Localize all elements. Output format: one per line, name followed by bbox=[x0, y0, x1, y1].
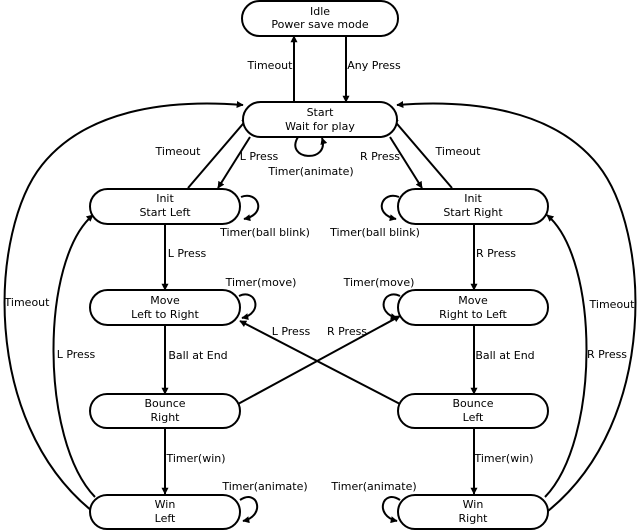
edge-move-rl-self bbox=[382, 293, 401, 321]
state-win-left: Win Left bbox=[89, 494, 241, 530]
state-move-lr-line1: Move bbox=[150, 294, 180, 307]
label-move-rl-self: Timer(move) bbox=[343, 276, 415, 289]
state-move-lr-line2: Left to Right bbox=[131, 308, 199, 321]
state-win-left-line1: Win bbox=[155, 498, 176, 511]
label-bounce-right-to-move-rl: R Press bbox=[327, 325, 367, 338]
edges bbox=[3, 35, 637, 524]
state-init-left: Init Start Left bbox=[89, 188, 241, 225]
edge-win-right-self bbox=[381, 496, 401, 524]
state-bounce-right-line1: Bounce bbox=[144, 397, 185, 410]
state-init-left-line2: Start Left bbox=[139, 206, 191, 219]
edge-win-right-to-init-right bbox=[544, 214, 588, 498]
edge-start-to-init-left bbox=[217, 136, 251, 189]
state-bounce-left-line2: Left bbox=[463, 411, 484, 424]
label-move-rl-to-bounce-left: Ball at End bbox=[475, 349, 534, 362]
edge-bounce-left-to-move-lr bbox=[239, 320, 401, 405]
label-init-right-to-start: Timeout bbox=[435, 145, 482, 158]
state-bounce-right-line2: Right bbox=[151, 411, 181, 424]
state-move-rl-line2: Right to Left bbox=[439, 308, 507, 321]
label-init-left-to-start: Timeout bbox=[155, 145, 202, 158]
state-start: Start Wait for play bbox=[242, 101, 398, 138]
label-start-to-init-right: R Press bbox=[360, 150, 400, 163]
edge-init-right-self bbox=[380, 194, 400, 222]
state-idle-line2: Power save mode bbox=[271, 18, 368, 31]
state-win-right: Win Right bbox=[397, 494, 549, 530]
label-init-left-self: Timer(ball blink) bbox=[219, 226, 310, 239]
state-start-line1: Start bbox=[307, 106, 335, 119]
edge-init-right-to-start bbox=[391, 117, 453, 189]
label-win-right-to-init-right: R Press bbox=[587, 348, 627, 361]
state-win-left-line2: Left bbox=[155, 512, 176, 525]
label-init-right-to-move-rl: R Press bbox=[476, 247, 516, 260]
label-bounce-right-to-win-left: Timer(win) bbox=[165, 452, 225, 465]
edge-bounce-right-to-move-rl bbox=[237, 315, 401, 405]
state-init-right: Init Start Right bbox=[397, 188, 549, 225]
edge-labels: Timeout Any Press Timeout L Press R Pres… bbox=[4, 59, 636, 493]
state-win-right-line1: Win bbox=[463, 498, 484, 511]
label-start-to-idle: Timeout bbox=[247, 59, 294, 72]
label-start-to-init-left: L Press bbox=[240, 150, 279, 163]
edge-init-left-self bbox=[240, 194, 260, 222]
label-move-lr-self: Timer(move) bbox=[225, 276, 297, 289]
edge-win-right-to-start bbox=[396, 101, 637, 512]
label-win-right-to-start: Timeout bbox=[589, 298, 636, 311]
state-idle: Idle Power save mode bbox=[241, 0, 399, 37]
label-win-right-self: Timer(animate) bbox=[330, 480, 416, 493]
label-move-lr-to-bounce-right: Ball at End bbox=[168, 349, 227, 362]
edge-start-self bbox=[294, 136, 328, 157]
state-win-right-line2: Right bbox=[459, 512, 489, 525]
label-init-right-self: Timer(ball blink) bbox=[329, 226, 420, 239]
label-bounce-left-to-move-lr: L Press bbox=[272, 325, 311, 338]
edge-win-left-to-init-left bbox=[52, 214, 96, 498]
state-move-right-to-left: Move Right to Left bbox=[397, 289, 549, 326]
state-bounce-right: Bounce Right bbox=[89, 393, 241, 429]
label-win-left-to-start: Timeout bbox=[4, 296, 51, 309]
label-idle-to-start: Any Press bbox=[347, 59, 401, 72]
edge-win-left-to-start bbox=[3, 101, 244, 512]
label-win-left-to-init-left: L Press bbox=[57, 348, 96, 361]
label-win-left-self: Timer(animate) bbox=[221, 480, 307, 493]
state-bounce-left-line1: Bounce bbox=[452, 397, 493, 410]
state-move-rl-line1: Move bbox=[458, 294, 488, 307]
label-bounce-left-to-win-right: Timer(win) bbox=[473, 452, 533, 465]
edge-start-to-init-right bbox=[389, 136, 423, 189]
state-init-right-line2: Start Right bbox=[443, 206, 503, 219]
label-start-self: Timer(animate) bbox=[267, 165, 353, 178]
edge-move-lr-self bbox=[238, 293, 257, 321]
label-init-left-to-move-lr: L Press bbox=[168, 247, 207, 260]
state-bounce-left: Bounce Left bbox=[397, 393, 549, 429]
state-idle-line1: Idle bbox=[310, 5, 330, 18]
state-move-left-to-right: Move Left to Right bbox=[89, 289, 241, 326]
state-start-line2: Wait for play bbox=[285, 120, 355, 133]
state-init-left-line1: Init bbox=[156, 192, 174, 205]
state-init-right-line1: Init bbox=[464, 192, 482, 205]
edge-win-left-self bbox=[239, 496, 259, 524]
edge-init-left-to-start bbox=[187, 117, 249, 189]
